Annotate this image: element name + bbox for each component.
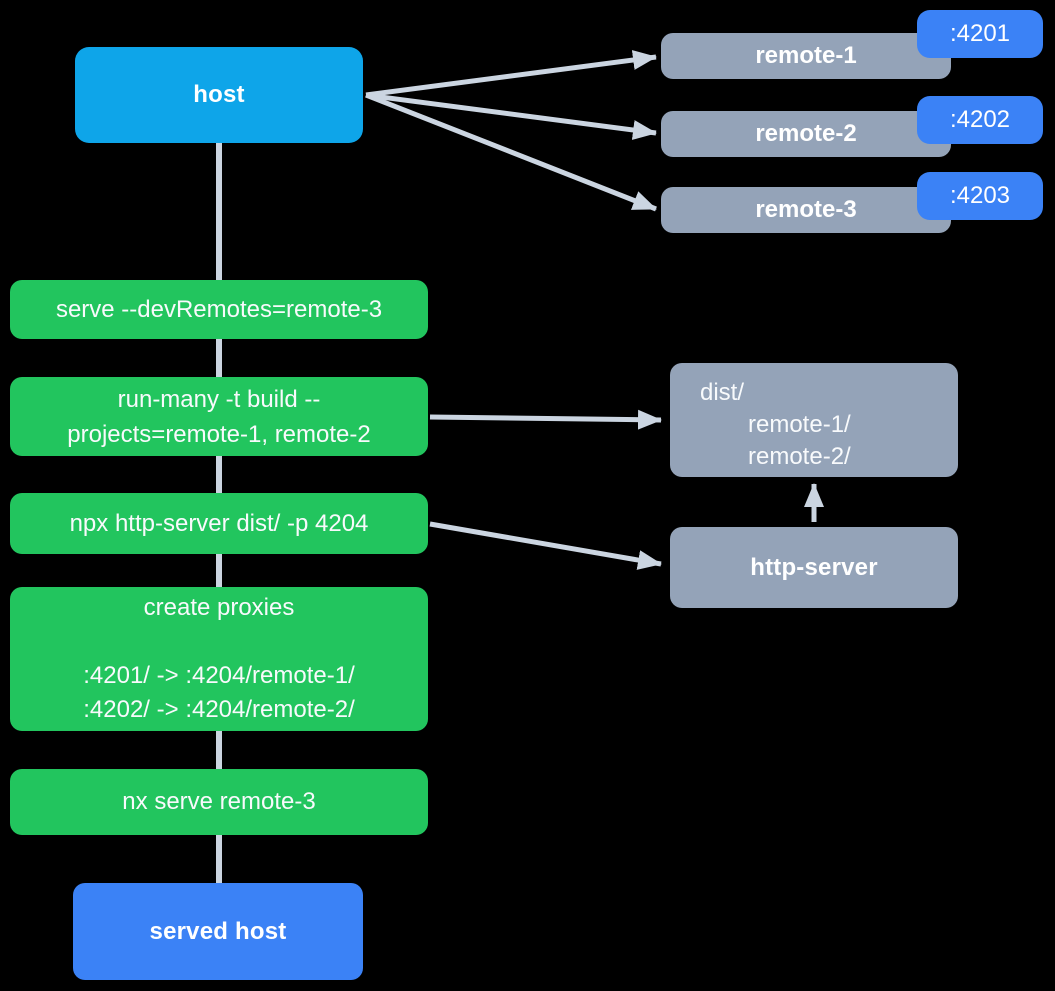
edge-host-to-remote-2	[365, 92, 657, 140]
port-badge-4201: :4201	[917, 10, 1043, 58]
port-badge-4201-label: :4201	[949, 20, 1011, 47]
command-create-proxies: create proxies :4201/ -> :4204/remote-1/…	[10, 587, 428, 731]
proxy-mapping-2: :4202/ -> :4204/remote-2/	[83, 696, 355, 723]
command-serve-dev-remotes: serve --devRemotes=remote-3	[10, 280, 428, 339]
node-remote-3: remote-3	[661, 187, 951, 233]
node-served-host: served host	[73, 883, 363, 980]
served-host-label: served host	[149, 917, 287, 945]
edge-npx-to-http-server	[429, 521, 662, 570]
node-remote-1: remote-1	[661, 33, 951, 79]
command-npx-http-server: npx http-server dist/ -p 4204	[10, 493, 428, 554]
remote-3-label: remote-3	[755, 196, 857, 223]
port-badge-4203: :4203	[917, 172, 1043, 220]
command-run-many-build: run-many -t build -- projects=remote-1, …	[10, 377, 428, 456]
node-remote-2: remote-2	[661, 111, 951, 157]
command-serve-text: serve --devRemotes=remote-3	[55, 295, 383, 323]
http-server-label: http-server	[750, 553, 878, 581]
command-nx-serve-remote-3: nx serve remote-3	[10, 769, 428, 835]
edge-host-to-remote-1	[365, 50, 657, 98]
command-nx-serve-text: nx serve remote-3	[122, 788, 316, 815]
node-http-server: http-server	[670, 527, 958, 608]
port-badge-4202-label: :4202	[949, 106, 1011, 133]
node-dist-folder: dist/ remote-1/ remote-2/	[670, 363, 958, 477]
host-label: host	[193, 81, 245, 108]
command-run-many-line-1: run-many -t build --	[117, 385, 321, 413]
remote-1-label: remote-1	[755, 42, 857, 69]
port-badge-4203-label: :4203	[949, 182, 1011, 209]
node-host: host	[75, 47, 363, 143]
command-npx-http-server-text: npx http-server dist/ -p 4204	[69, 509, 369, 537]
dist-child-remote-1: remote-1/	[748, 411, 851, 438]
dist-root-label: dist/	[700, 379, 745, 406]
create-proxies-title: create proxies	[143, 594, 295, 621]
port-badge-4202: :4202	[917, 96, 1043, 144]
command-run-many-line-2: projects=remote-1, remote-2	[67, 420, 371, 448]
edge-host-to-remote-3	[365, 92, 657, 212]
proxy-mapping-1: :4201/ -> :4204/remote-1/	[83, 662, 355, 689]
dist-child-remote-2: remote-2/	[748, 443, 851, 470]
edge-run-many-to-dist	[429, 409, 662, 430]
remote-2-label: remote-2	[755, 120, 857, 147]
